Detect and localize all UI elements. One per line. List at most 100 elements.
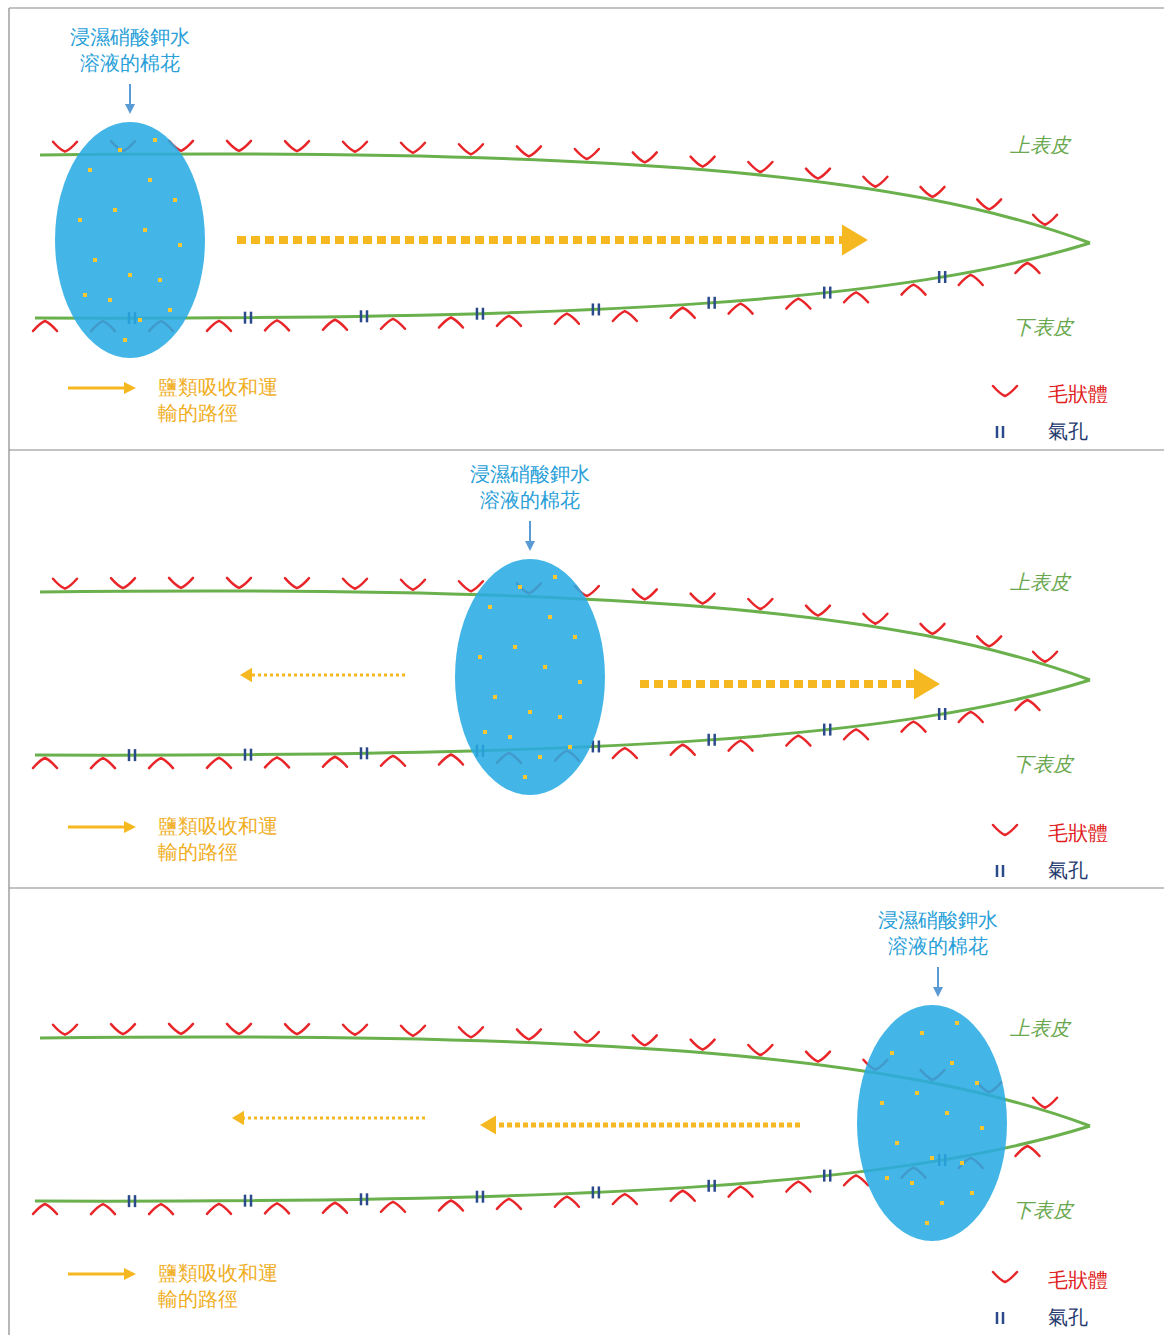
stoma xyxy=(134,749,137,761)
stoma xyxy=(598,1186,601,1198)
stoma xyxy=(134,1195,137,1207)
epidermis-label: 下表皮 xyxy=(1013,751,1073,777)
stoma xyxy=(996,426,999,438)
epidermis-label: 上表皮 xyxy=(1010,569,1070,595)
trichome xyxy=(729,741,753,751)
trichome xyxy=(671,1191,695,1201)
trichome xyxy=(439,755,463,765)
legend-text: 氣孔 xyxy=(1048,857,1088,883)
trichome xyxy=(149,1204,173,1214)
trichome xyxy=(691,1040,715,1050)
trichome xyxy=(633,1035,657,1045)
trichome xyxy=(91,1204,115,1214)
arrow-head xyxy=(914,668,940,699)
trichome xyxy=(323,1203,347,1213)
stoma xyxy=(250,749,253,761)
salt-particle xyxy=(940,1201,944,1205)
salt-particle xyxy=(920,1031,924,1035)
salt-particle xyxy=(558,715,562,719)
stoma xyxy=(996,1312,999,1324)
stoma xyxy=(128,1195,131,1207)
trichome xyxy=(285,1024,309,1034)
stoma xyxy=(128,749,131,761)
trichome xyxy=(53,142,77,152)
trichome xyxy=(33,321,57,331)
trichome xyxy=(863,614,887,624)
salt-particle xyxy=(118,148,122,152)
trichome xyxy=(401,143,425,153)
stoma xyxy=(360,747,363,759)
trichome xyxy=(921,624,945,634)
salt-particle xyxy=(493,695,497,699)
arrow-head xyxy=(240,668,252,682)
trichome xyxy=(555,1197,579,1207)
salt-particle xyxy=(148,178,152,182)
stoma xyxy=(707,734,710,746)
trichome xyxy=(555,314,579,324)
legend-text: 鹽類吸收和運輸的路徑 xyxy=(158,1260,284,1312)
stoma xyxy=(823,287,826,299)
trichome xyxy=(381,319,405,329)
trichome xyxy=(517,1029,541,1039)
arrow-head xyxy=(842,224,868,255)
stoma xyxy=(366,747,369,759)
trichome xyxy=(902,285,926,295)
salt-particle xyxy=(890,1051,894,1055)
stoma xyxy=(244,749,247,761)
salt-particle xyxy=(508,735,512,739)
trichome xyxy=(993,1272,1017,1282)
stoma xyxy=(1002,1312,1005,1324)
legend-text: 毛狀體 xyxy=(1048,381,1108,407)
stoma xyxy=(476,308,479,320)
pointer-line xyxy=(129,84,131,106)
salt-particle xyxy=(885,1176,889,1180)
cotton-label: 浸濕硝酸鉀水溶液的棉花 xyxy=(465,461,595,513)
trichome xyxy=(343,142,367,152)
stoma xyxy=(707,1180,710,1192)
trichome xyxy=(786,299,810,309)
trichome xyxy=(53,579,77,589)
stoma xyxy=(823,1170,826,1182)
salt-particle xyxy=(895,1141,899,1145)
stoma xyxy=(592,1186,595,1198)
trichome xyxy=(227,141,251,151)
salt-particle xyxy=(915,1091,919,1095)
stoma xyxy=(829,724,832,736)
legend-sample xyxy=(124,1268,136,1280)
cotton-label: 浸濕硝酸鉀水溶液的棉花 xyxy=(65,24,195,76)
wet-cotton xyxy=(55,122,205,358)
stoma xyxy=(823,724,826,736)
trichome xyxy=(265,757,289,767)
arrow-head xyxy=(232,1111,244,1125)
salt-particle xyxy=(123,338,127,342)
stoma xyxy=(996,865,999,877)
salt-particle xyxy=(945,1111,949,1115)
trichome xyxy=(459,144,483,154)
trichome xyxy=(671,308,695,318)
salt-particle xyxy=(158,278,162,282)
salt-particle xyxy=(138,318,142,322)
trichome xyxy=(806,1052,830,1062)
trichome xyxy=(149,758,173,768)
salt-particle xyxy=(153,138,157,142)
legend-text: 鹽類吸收和運輸的路徑 xyxy=(158,374,284,426)
salt-particle xyxy=(538,755,542,759)
stoma xyxy=(592,303,595,315)
stoma xyxy=(598,303,601,315)
trichome xyxy=(959,712,983,722)
stoma xyxy=(250,1195,253,1207)
trichome xyxy=(1033,215,1057,225)
stoma xyxy=(482,1191,485,1203)
salt-particle xyxy=(960,1161,964,1165)
frame-line xyxy=(9,7,1164,8)
trichome xyxy=(786,736,810,746)
trichome xyxy=(439,1201,463,1211)
stoma xyxy=(829,287,832,299)
salt-particle xyxy=(143,228,147,232)
stoma xyxy=(1002,426,1005,438)
trichome xyxy=(381,1202,405,1212)
epidermis-label: 上表皮 xyxy=(1010,1015,1070,1041)
salt-particle xyxy=(128,273,132,277)
trichome xyxy=(844,1175,868,1185)
trichome xyxy=(806,606,830,616)
